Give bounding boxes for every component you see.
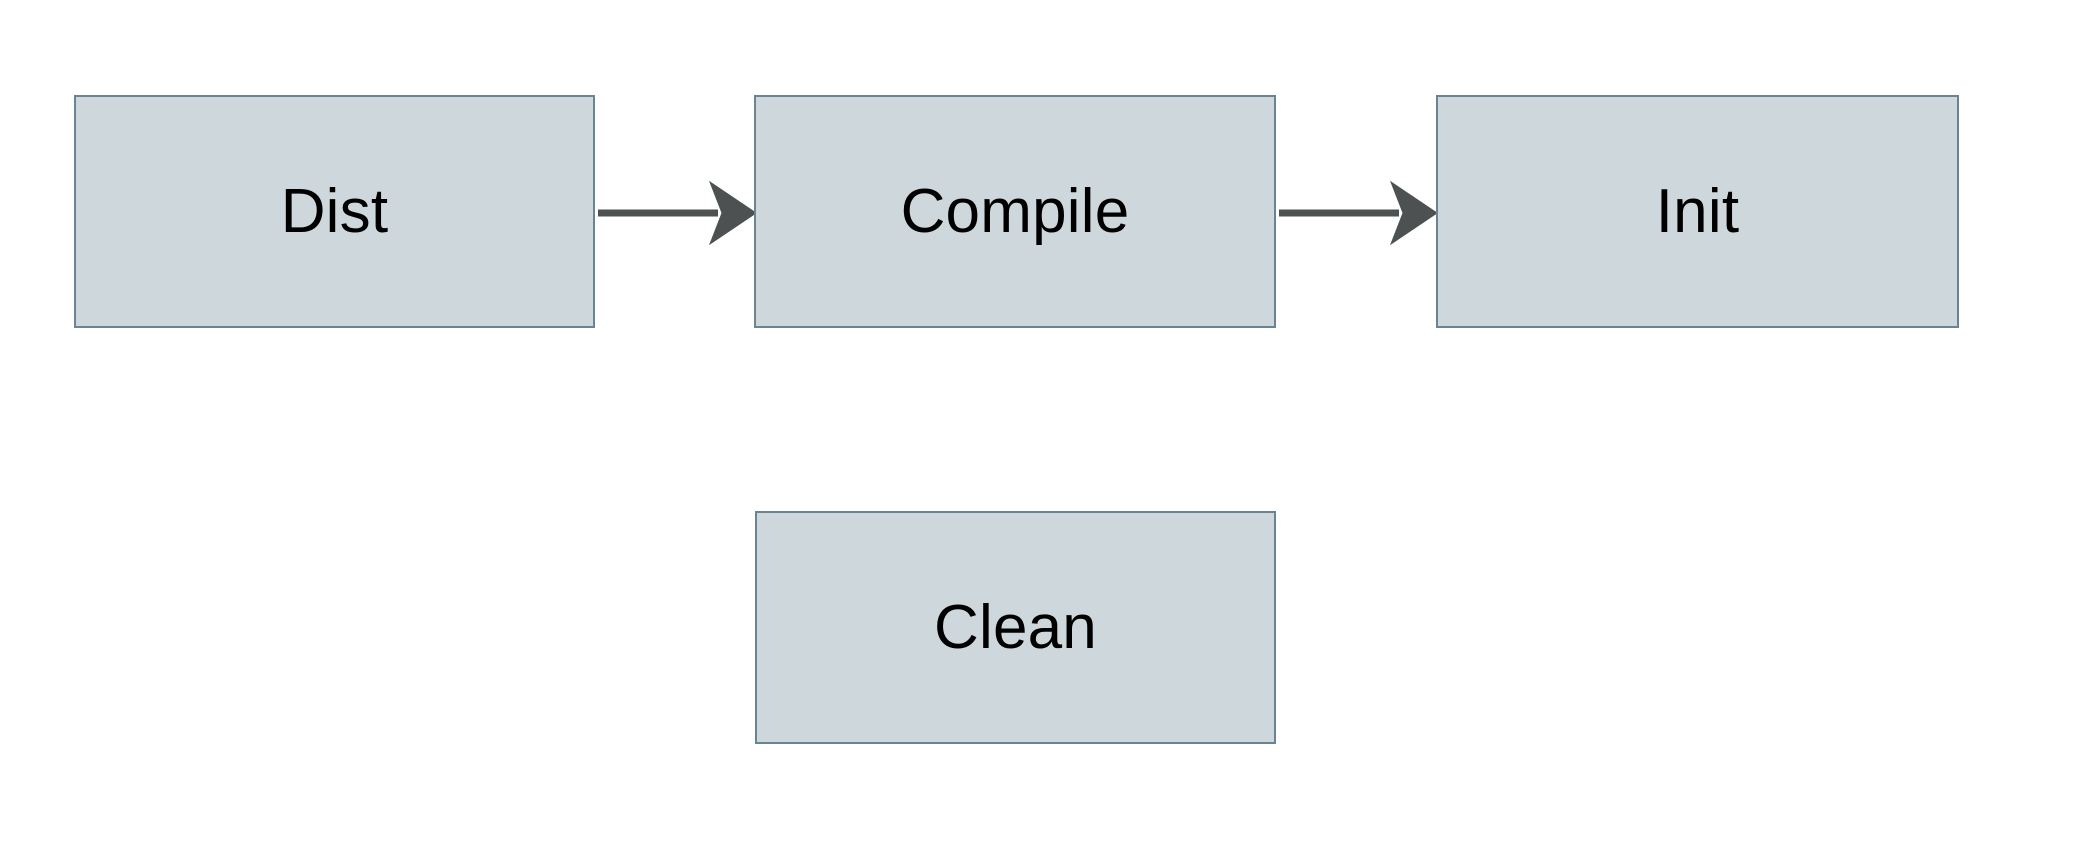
node-compile[interactable]: Compile bbox=[754, 95, 1276, 328]
node-dist[interactable]: Dist bbox=[74, 95, 595, 328]
node-clean-label: Clean bbox=[934, 592, 1097, 662]
node-init[interactable]: Init bbox=[1436, 95, 1959, 328]
edge-dist-to-compile[interactable] bbox=[598, 180, 757, 246]
node-dist-label: Dist bbox=[280, 176, 389, 246]
node-init-label: Init bbox=[1655, 176, 1740, 246]
edge-compile-to-init[interactable] bbox=[1279, 180, 1438, 246]
node-clean[interactable]: Clean bbox=[755, 511, 1276, 744]
node-compile-label: Compile bbox=[900, 176, 1130, 246]
